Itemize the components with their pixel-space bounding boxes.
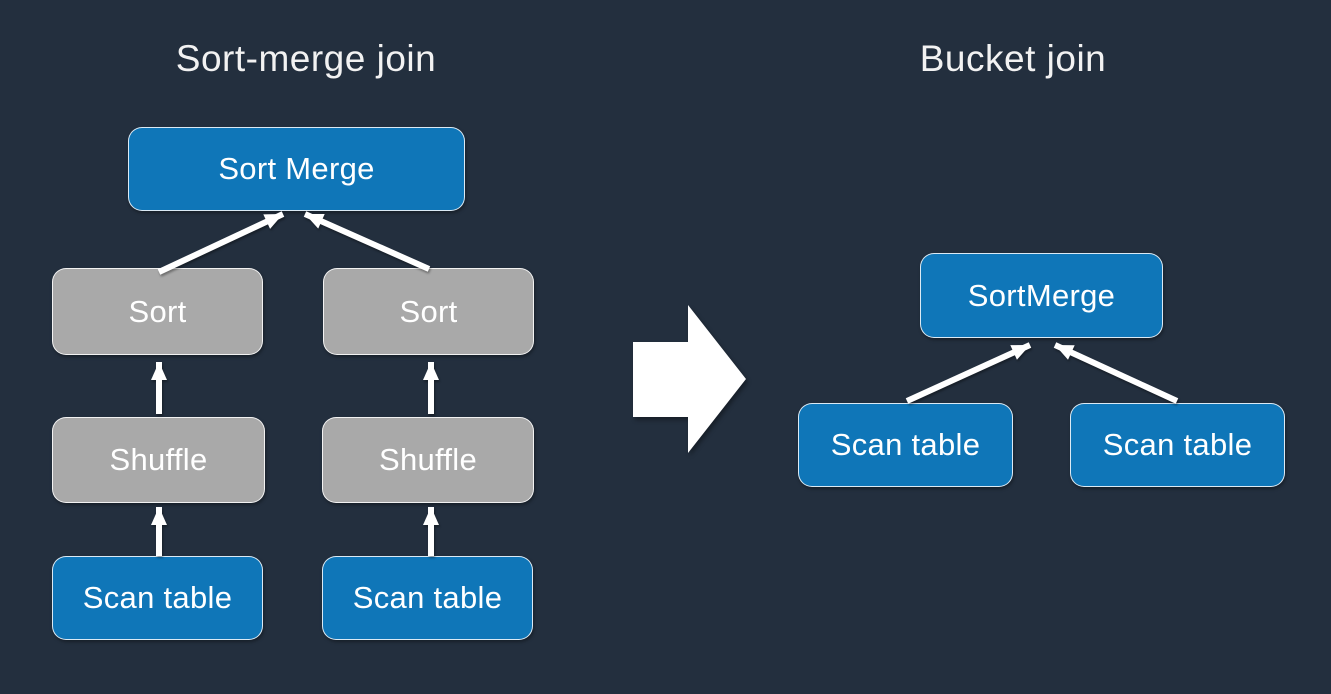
node-bucket-scan-table-right: Scan table [1070, 403, 1285, 487]
node-sort-left: Sort [52, 268, 263, 355]
node-label: Sort Merge [218, 151, 375, 186]
transform-right-arrow [633, 305, 746, 453]
node-label: Scan table [1102, 427, 1253, 462]
node-label: Scan table [830, 427, 981, 462]
node-label: Sort [399, 293, 458, 329]
edge-sort-left-to-root-arrow [157, 211, 285, 275]
node-shuffle-right: Shuffle [322, 417, 534, 503]
node-sortmerge-bucket-root: SortMerge [920, 253, 1163, 338]
node-sort-right: Sort [323, 268, 534, 355]
node-sort-merge-root: Sort Merge [128, 127, 465, 211]
node-label: Shuffle [378, 442, 478, 477]
edge-bucket-scan-right-to-root-arrow [1053, 342, 1179, 404]
node-label: Sort [128, 293, 187, 329]
left-diagram-title: Sort-merge join [175, 38, 437, 79]
right-diagram-title: Bucket join [919, 38, 1107, 79]
node-label: SortMerge [967, 277, 1116, 313]
node-label: Shuffle [109, 442, 208, 477]
node-scan-table-left: Scan table [52, 556, 263, 640]
node-label: Scan table [352, 580, 503, 615]
edge-bucket-scan-left-to-root-arrow [905, 342, 1032, 404]
node-label: Scan table [82, 580, 233, 615]
node-shuffle-left: Shuffle [52, 417, 265, 503]
node-bucket-scan-table-left: Scan table [798, 403, 1013, 487]
node-scan-table-right: Scan table [322, 556, 533, 640]
edge-sort-right-to-root-arrow [303, 211, 431, 272]
